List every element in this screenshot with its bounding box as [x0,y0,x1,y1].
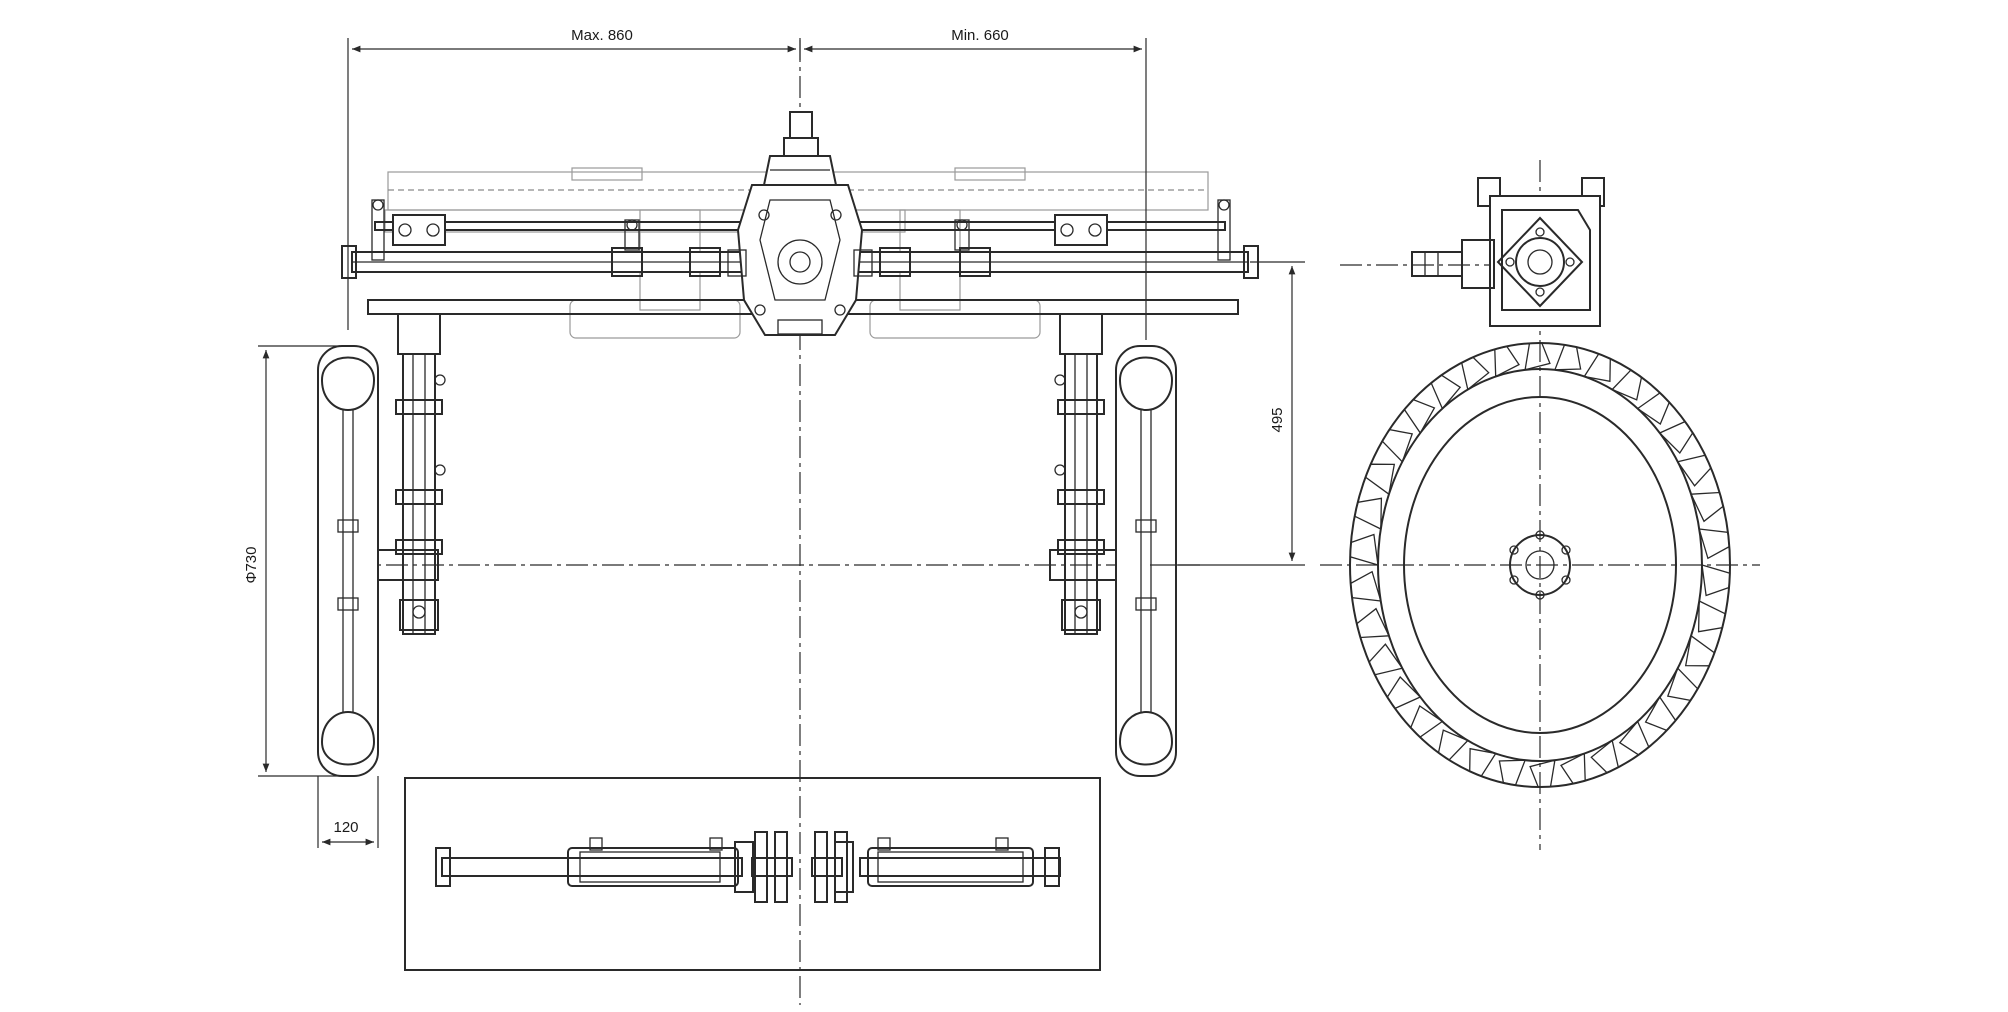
dim-label-width: 120 [333,819,358,836]
tread-block [1698,528,1730,560]
tread-block [1386,675,1422,710]
tread-block [1636,392,1671,425]
right-wheel [1115,345,1177,777]
tread-block [1658,420,1694,455]
tread-block [1353,497,1383,531]
dimension-min-width: Min. 660 [804,27,1147,340]
tread-block [1690,491,1724,523]
ghost-cylinder-left [569,299,741,339]
tread-block [1618,720,1650,756]
tread-block [1469,747,1497,777]
tread-block [1437,729,1469,761]
ghost-bracket-left [571,167,643,181]
dimension-height: 495 [1150,261,1305,566]
tread-block [1364,463,1396,496]
tread-block [1381,428,1414,464]
tread-block [1356,607,1390,639]
tread-block [1498,759,1527,786]
tread-block [1403,398,1436,435]
tread-block [1560,752,1586,785]
left-wheel [317,345,379,777]
tread-block [1701,564,1731,597]
tread-block [1409,705,1444,738]
dim-label-diameter: Φ730 [243,547,260,584]
dim-label-height: 495 [1269,407,1286,432]
tread-block [1430,374,1462,410]
tread-block [1350,570,1382,602]
tread-block [1460,356,1490,391]
tread-block [1529,759,1556,788]
tire-treads [1349,342,1731,788]
ghost-bracket-right [954,167,1026,181]
center-lines [350,40,1760,1005]
front-view [317,111,1259,777]
tread-block [1494,345,1520,378]
inset-view [404,777,1101,971]
tread-block [1524,342,1551,371]
tread-block [1666,666,1699,702]
tread-block [1697,599,1727,633]
tread-block [1590,739,1620,774]
dimension-max-width: Max. 860 [347,27,801,330]
side-tire [1349,342,1731,788]
side-view [1349,177,1731,788]
dim-label-max: Max. 860 [571,27,633,44]
tread-block [1684,634,1716,667]
dimension-wheel-diameter: Φ730 [243,345,340,777]
tread-block [1611,369,1643,401]
tread-block [1368,643,1404,676]
tread-block [1644,695,1677,732]
ghost-cylinder-right [869,299,1041,339]
center-gearbox [727,111,873,336]
right-hanger [1054,214,1108,635]
dim-label-min: Min. 660 [951,27,1009,44]
side-input-shaft [1411,251,1463,277]
tread-block [1553,344,1582,371]
dimension-wheel-width: 120 [317,776,379,848]
tread-block [1676,454,1712,487]
tread-block [1349,533,1379,566]
tread-block [1583,353,1611,383]
side-flange [1496,216,1584,308]
inset-frame [404,777,1101,971]
left-hanger [392,214,446,635]
